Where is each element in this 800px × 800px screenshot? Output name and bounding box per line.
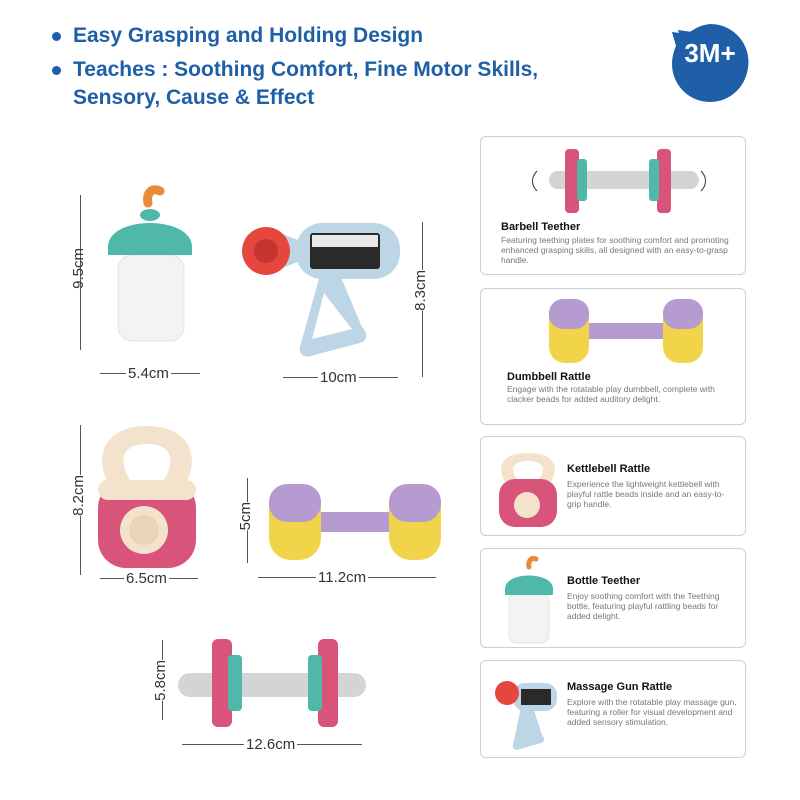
age-badge-icon	[672, 23, 749, 102]
barbell-height-label: 5.8cm	[152, 660, 169, 701]
dimension-line	[80, 195, 81, 350]
feature-bullet: Easy Grasping and Holding Design	[52, 22, 612, 50]
massage-gun-thumbnail	[495, 681, 557, 750]
bottle-height-label: 9.5cm	[70, 248, 87, 289]
card-description: Explore with the rotatable play massage …	[567, 697, 737, 727]
card-description: Engage with the rotatable play dumbbell,…	[507, 384, 715, 404]
age-badge-label: 3M+	[684, 38, 736, 68]
dumbbell-height-label: 5cm	[237, 502, 254, 531]
bottle-thumbnail	[505, 556, 553, 644]
feature-line: Teaches : Soothing Comfort, Fine Motor S…	[73, 58, 539, 81]
feature-line: Sensory, Cause & Effect	[73, 86, 315, 109]
product-card-barbell: Barbell Teether Featuring teething plate…	[480, 136, 746, 275]
bullet-dot	[52, 66, 61, 75]
kettlebell-image	[98, 426, 196, 568]
barbell-thumbnail	[532, 149, 706, 213]
card-title: Dumbbell Rattle	[507, 371, 591, 383]
dumbbell-image	[269, 484, 441, 560]
card-title: Kettlebell Rattle	[567, 463, 651, 475]
card-description: Featuring teething plates for soothing c…	[501, 235, 729, 265]
feature-text: Easy Grasping and Holding Design	[73, 22, 423, 50]
feature-text: Teaches : Soothing Comfort, Fine Motor S…	[73, 56, 538, 112]
feature-list: Easy Grasping and Holding Design Teaches…	[52, 22, 612, 118]
card-description: Enjoy soothing comfort with the Teething…	[567, 591, 720, 621]
product-card-kettlebell: Kettlebell Rattle Experience the lightwe…	[480, 436, 746, 536]
gun-width-label: 10cm	[318, 369, 359, 386]
card-title: Bottle Teether	[567, 575, 641, 587]
bottle-width-label: 5.4cm	[126, 365, 171, 382]
barbell-image	[178, 639, 366, 727]
card-title: Barbell Teether	[501, 221, 581, 233]
bottle-teether-image	[108, 185, 192, 342]
bullet-dot	[52, 32, 61, 41]
card-description: Experience the lightweight kettlebell wi…	[567, 479, 725, 509]
feature-line: Easy Grasping and Holding Design	[73, 24, 424, 47]
feature-bullet: Teaches : Soothing Comfort, Fine Motor S…	[52, 56, 612, 112]
product-card-dumbbell: Dumbbell Rattle Engage with the rotatabl…	[480, 288, 746, 425]
kettlebell-width-label: 6.5cm	[124, 570, 169, 587]
product-card-massage-gun: Massage Gun Rattle Explore with the rota…	[480, 660, 746, 758]
dumbbell-thumbnail	[549, 299, 703, 363]
dumbbell-width-label: 11.2cm	[316, 569, 369, 586]
card-title: Massage Gun Rattle	[567, 681, 673, 693]
barbell-width-label: 12.6cm	[244, 736, 298, 753]
product-card-bottle: Bottle Teether Enjoy soothing comfort wi…	[480, 548, 746, 648]
massage-gun-image	[242, 223, 400, 357]
kettlebell-height-label: 8.2cm	[70, 475, 87, 516]
gun-height-label: 8.3cm	[412, 270, 429, 311]
kettlebell-thumbnail	[499, 453, 557, 527]
